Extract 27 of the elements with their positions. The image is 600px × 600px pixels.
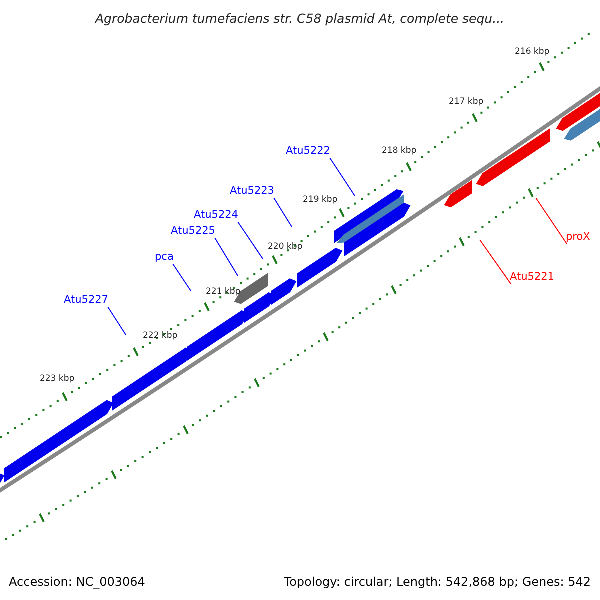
scale-label: 221 kbp <box>206 288 241 296</box>
gene-label: Atu5223 <box>230 186 274 196</box>
gene-label: pca <box>155 252 174 262</box>
leader-line <box>238 222 264 260</box>
gene-label: Atu5227 <box>64 295 108 306</box>
title: Agrobacterium tumefaciens str. C58 plasmid At, complete sequ... <box>94 13 506 26</box>
footer-text: Topology: circular; Length: 542,868 bp; Genes: 542 <box>284 576 591 588</box>
leader-line <box>274 198 292 228</box>
footer-text: Accession: NC_003064 <box>9 576 146 588</box>
gene-label: Atu5222 <box>286 146 330 156</box>
scale-label: 216 kbp <box>515 48 550 56</box>
leader-line <box>214 238 238 276</box>
scale-label: 219 kbp <box>303 196 338 204</box>
scale-label: 218 kbp <box>382 147 417 156</box>
scale-label: 222 kbp <box>143 332 178 340</box>
scale-label: 220 kbp <box>268 243 303 252</box>
gene-label: proX <box>566 232 590 242</box>
scale-label: 223 kbp <box>40 375 75 384</box>
leader-line <box>172 264 192 292</box>
leader-line <box>330 158 356 196</box>
gene-label: Atu5225 <box>171 226 216 236</box>
gene-label: Atu5221 <box>510 272 554 282</box>
gene-label: Atu5224 <box>194 210 238 220</box>
leader-line <box>536 198 568 244</box>
leader-line <box>108 306 126 336</box>
scale-label: 217 kbp <box>449 98 484 106</box>
leader-line <box>480 240 512 284</box>
